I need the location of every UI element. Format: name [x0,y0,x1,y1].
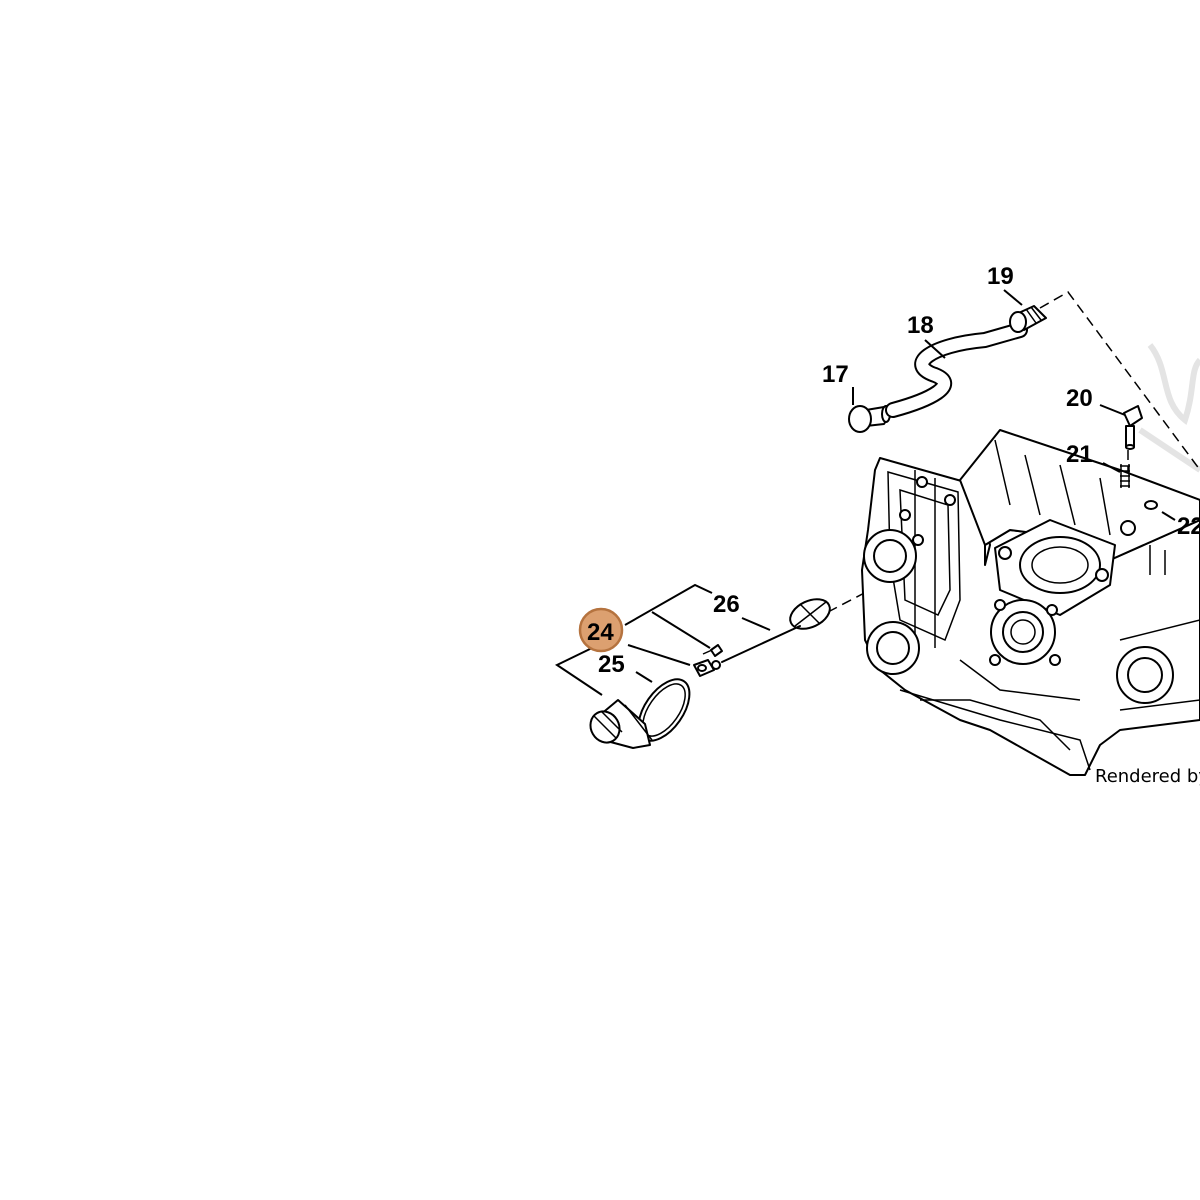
leader-lines [554,289,1176,696]
callout-17: 17 [822,361,849,388]
callout-26: 26 [713,591,740,618]
callout-19: 19 [987,263,1014,290]
screw [702,644,723,657]
part-18-hose [885,322,1028,418]
part-22-o-ring [1144,500,1158,510]
clip [693,659,715,677]
part-17-fitting [848,405,891,433]
part-19-connector [1009,305,1047,333]
crankcase-housing [861,429,1200,776]
callout-labels: 17 18 19 20 21 22 24 25 26 [587,263,1200,678]
callout-22: 22 [1177,513,1200,540]
part-21-spring [1120,464,1130,488]
highlight-circle-24 [578,607,624,653]
part-26-strap [711,598,831,670]
callout-21: 21 [1066,441,1093,468]
callout-20: 20 [1066,385,1093,412]
rendered-by-credit: Rendered by [1095,766,1200,787]
callout-25: 25 [598,651,625,678]
callout-18: 18 [907,312,934,339]
part-20-valve [1123,405,1143,450]
callout-24[interactable]: 24 [587,619,614,646]
part-24-cap [589,699,653,749]
